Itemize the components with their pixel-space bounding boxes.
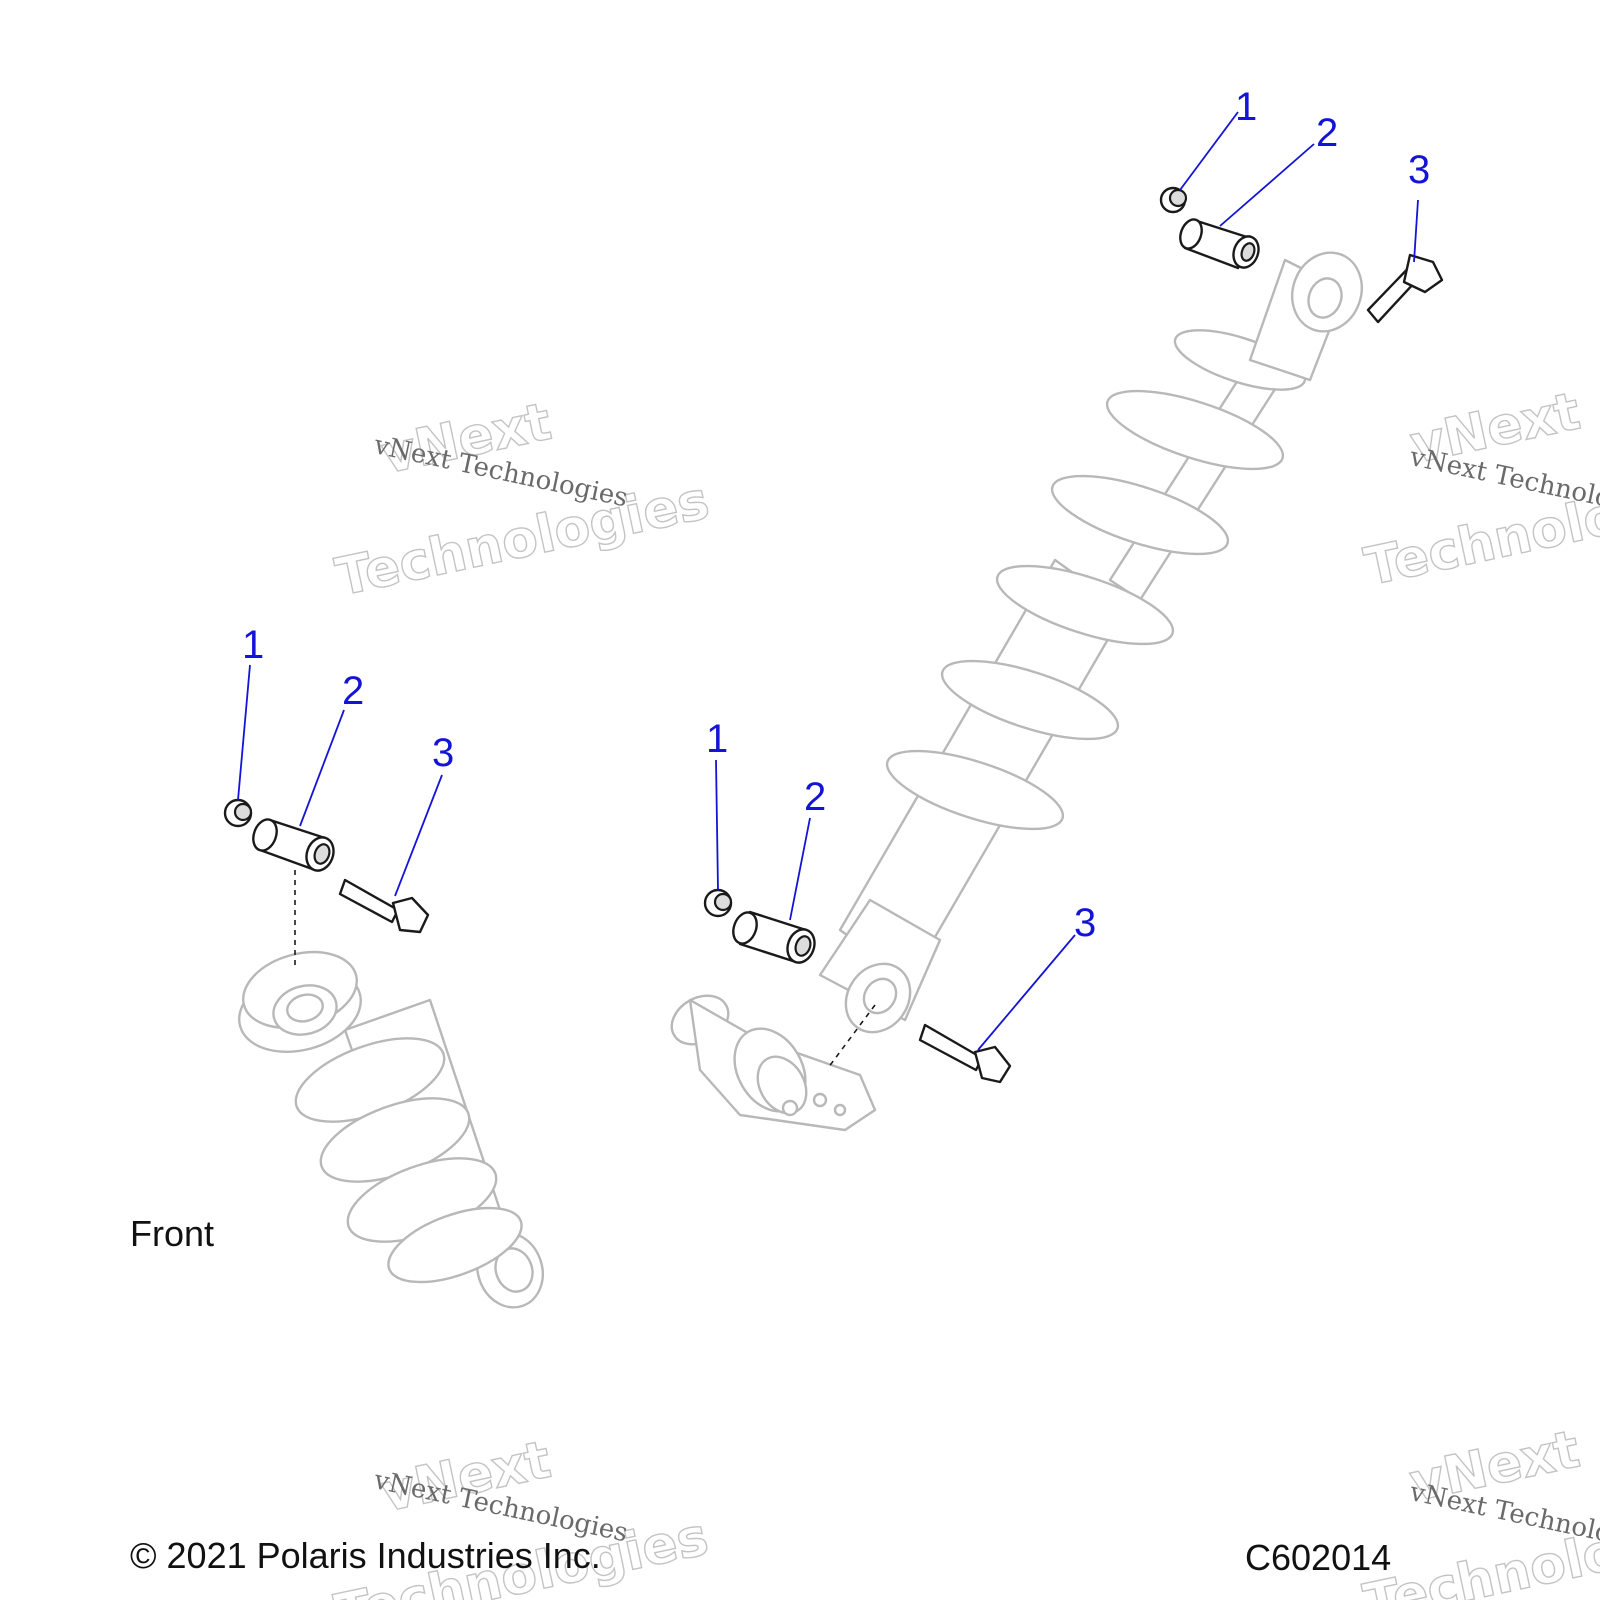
callout-3-center: 3: [1074, 901, 1096, 945]
callout-3-left: 3: [432, 731, 454, 775]
bushing-icon: [732, 910, 816, 964]
bolt-icon: [918, 1023, 1012, 1084]
nut-icon: [703, 888, 733, 918]
callout-1-center: 1: [706, 717, 728, 761]
left-shock-absorber: [238, 950, 544, 1309]
callout-3-upper-right: 3: [1408, 148, 1430, 192]
center-shock-absorber: [818, 251, 1363, 1034]
upper-right-hardware: 1 2 3: [1159, 85, 1444, 324]
nut-icon: [223, 798, 253, 828]
bolt-icon: [338, 878, 430, 934]
callout-2-center: 2: [804, 775, 826, 819]
callout-1-upper-right: 1: [1235, 85, 1257, 129]
figure-code: C602014: [1245, 1537, 1391, 1578]
center-hardware: 1 2 3: [703, 717, 1096, 1084]
callout-1-left: 1: [242, 623, 264, 667]
callout-2-upper-right: 2: [1316, 111, 1338, 155]
bushing-icon: [1179, 218, 1260, 270]
front-label: Front: [130, 1213, 214, 1254]
bushing-icon: [252, 818, 335, 872]
left-hardware: 1 2 3: [223, 623, 454, 970]
mounting-bracket: [670, 994, 877, 1132]
bolt-icon: [1366, 253, 1444, 324]
copyright-text: © 2021 Polaris Industries Inc.: [130, 1535, 601, 1576]
callout-2-left: 2: [342, 669, 364, 713]
nut-icon: [1159, 186, 1188, 214]
